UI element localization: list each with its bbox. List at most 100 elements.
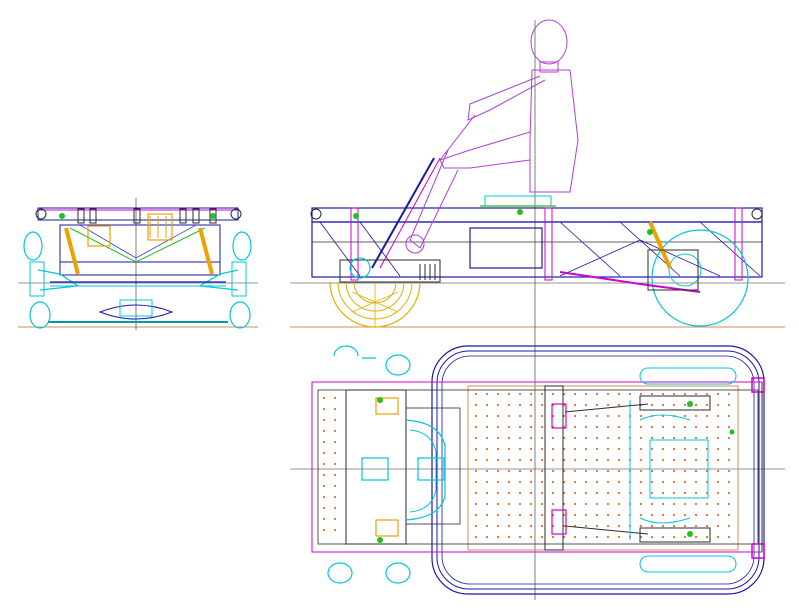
platform-dot-322 (584, 535, 588, 539)
platform-dot-47 (727, 403, 731, 407)
platform-dot-123 (507, 447, 511, 451)
front-frame-node-right (230, 208, 242, 220)
platform-dot-108 (606, 436, 610, 440)
front-arm-right (198, 269, 239, 291)
platform-dot-223 (551, 491, 555, 495)
platform-dot-233 (661, 491, 665, 495)
front-bottom-hub (119, 299, 153, 317)
platform-dot-33 (573, 403, 577, 407)
top-rear-arm-top (639, 395, 711, 411)
platform-dot-95 (727, 425, 731, 429)
platform-dot-318 (540, 535, 544, 539)
platform-dot-109 (617, 436, 621, 440)
platform-dot-160 (650, 458, 654, 462)
platform-dot-140 (694, 447, 698, 451)
side-rear-motor (647, 249, 699, 291)
platform-dot-138 (672, 447, 676, 451)
platform-dot-107 (595, 436, 599, 440)
platform-dot-245 (529, 502, 533, 506)
platform-dot-34 (584, 403, 588, 407)
platform-dot-231 (639, 491, 643, 495)
top-green-node-2 (377, 537, 383, 543)
platform-dot-5 (529, 392, 533, 396)
platform-dot-266 (496, 513, 500, 517)
top-chassis-frame (311, 381, 763, 553)
side-post-2 (544, 207, 553, 281)
platform-dot-194 (496, 480, 500, 484)
platform-dot-243 (507, 502, 511, 506)
platform-dot-18 (672, 392, 676, 396)
platform-dot-184 (650, 469, 654, 473)
platform-dot-91 (683, 425, 687, 429)
front-top-frame (37, 207, 239, 221)
platform-dot-300 (606, 524, 610, 528)
platform-dot-50 (496, 414, 500, 418)
platform-dot-185 (661, 469, 665, 473)
top-rear-cap-top (751, 377, 765, 393)
platform-dot-277 (617, 513, 621, 517)
platform-dot-36 (606, 403, 610, 407)
platform-dot-46 (716, 403, 720, 407)
side-rear-wheel-hub (668, 253, 702, 287)
platform-dot-323 (595, 535, 599, 539)
platform-dot-204 (606, 480, 610, 484)
platform-dot-285 (705, 513, 709, 517)
platform-dot-345 (333, 440, 337, 444)
platform-dot-228 (606, 491, 610, 495)
platform-dot-212 (694, 480, 698, 484)
platform-dot-163 (683, 458, 687, 462)
top-front-wheel-ring-left (385, 354, 411, 376)
platform-dot-48 (474, 414, 478, 418)
front-wheel-right-bottom (229, 301, 251, 329)
platform-dot-236 (694, 491, 698, 495)
top-dotted-platform (467, 385, 739, 551)
top-hub-top-front (375, 397, 399, 415)
platform-dot-186 (672, 469, 676, 473)
platform-dot-304 (650, 524, 654, 528)
platform-dot-301 (617, 524, 621, 528)
platform-dot-299 (595, 524, 599, 528)
side-frame-top (311, 207, 763, 223)
platform-dot-76 (518, 425, 522, 429)
front-wheel-left-bottom (29, 301, 51, 329)
side-front-hub (349, 257, 371, 279)
platform-dot-294 (540, 524, 544, 528)
platform-dot-261 (705, 502, 709, 506)
platform-dot-331 (683, 535, 687, 539)
platform-dot-355 (333, 495, 337, 499)
platform-dot-280 (650, 513, 654, 517)
top-mid-axle (544, 385, 564, 551)
top-rear-motor (649, 439, 709, 499)
platform-dot-44 (694, 403, 698, 407)
platform-dot-234 (672, 491, 676, 495)
side-rear-damper (648, 221, 672, 269)
front-wheel-right-top (232, 231, 252, 261)
top-front-steering (404, 419, 446, 521)
platform-dot-54 (540, 414, 544, 418)
platform-dot-253 (617, 502, 621, 506)
platform-dot-225 (573, 491, 577, 495)
platform-dot-89 (661, 425, 665, 429)
platform-dot-99 (507, 436, 511, 440)
front-arm-left (37, 269, 80, 291)
platform-dot-42 (672, 403, 676, 407)
platform-dot-75 (507, 425, 511, 429)
front-green-node-2 (210, 213, 216, 219)
platform-dot-332 (694, 535, 698, 539)
side-battery-box (469, 227, 543, 269)
platform-dot-227 (595, 491, 599, 495)
top-mid-mount-top (551, 403, 567, 429)
platform-dot-147 (507, 458, 511, 462)
platform-dot-84 (606, 425, 610, 429)
platform-dot-74 (496, 425, 500, 429)
platform-dot-306 (672, 524, 676, 528)
front-damper-left (64, 227, 80, 275)
platform-dot-199 (551, 480, 555, 484)
platform-dot-201 (573, 480, 577, 484)
platform-dot-324 (606, 535, 610, 539)
platform-dot-352 (322, 484, 326, 488)
platform-dot-159 (639, 458, 643, 462)
top-hub-bottom-front (375, 519, 399, 537)
platform-dot-97 (485, 436, 489, 440)
